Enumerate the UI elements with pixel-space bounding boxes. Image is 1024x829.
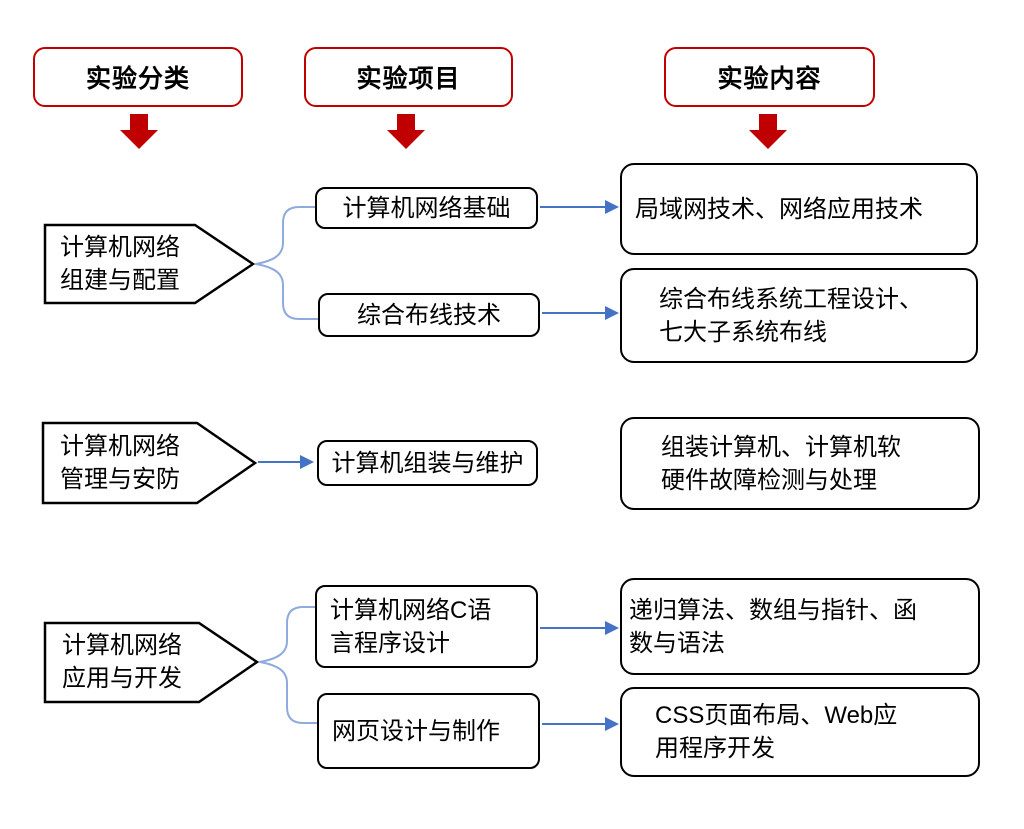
flow-arrow <box>542 306 619 320</box>
content-box: 局域网技术、网络应用技术 <box>620 163 978 255</box>
category-pentagon-1 <box>43 223 256 305</box>
header-content: 实验内容 <box>664 47 875 107</box>
project-box: 计算机网络基础 <box>315 187 538 229</box>
category-pentagon-3 <box>43 621 260 704</box>
flow-arrow <box>542 717 619 731</box>
down-arrow-icon <box>387 114 425 149</box>
down-arrow-icon <box>749 114 787 149</box>
branch-connector-upper <box>255 206 317 265</box>
branch-connector-lower <box>255 263 320 320</box>
project-box: 计算机网络C语 言程序设计 <box>315 585 538 668</box>
content-box: 组装计算机、计算机软 硬件故障检测与处理 <box>620 417 980 510</box>
category-label-2: 计算机网络 管理与安防 <box>60 433 180 493</box>
category-label-1: 计算机网络 组建与配置 <box>60 234 180 294</box>
header-project: 实验项目 <box>304 47 513 107</box>
category-label-3: 计算机网络 应用与开发 <box>62 632 182 692</box>
category-pentagon-2 <box>41 421 258 505</box>
content-box: CSS页面布局、Web应 用程序开发 <box>620 687 980 777</box>
project-box: 综合布线技术 <box>318 293 540 337</box>
flow-arrow <box>540 621 619 635</box>
content-box: 递归算法、数组与指针、函 数与语法 <box>620 578 980 675</box>
flow-arrow <box>540 200 619 214</box>
project-box: 计算机组装与维护 <box>317 440 538 486</box>
content-box: 综合布线系统工程设计、 七大子系统布线 <box>620 268 978 363</box>
header-classification: 实验分类 <box>33 47 243 107</box>
down-arrow-icon <box>120 114 158 149</box>
branch-connector-upper <box>259 606 317 663</box>
branch-connector-lower <box>259 661 319 724</box>
project-box: 网页设计与制作 <box>317 693 540 769</box>
flow-arrow <box>258 455 314 469</box>
